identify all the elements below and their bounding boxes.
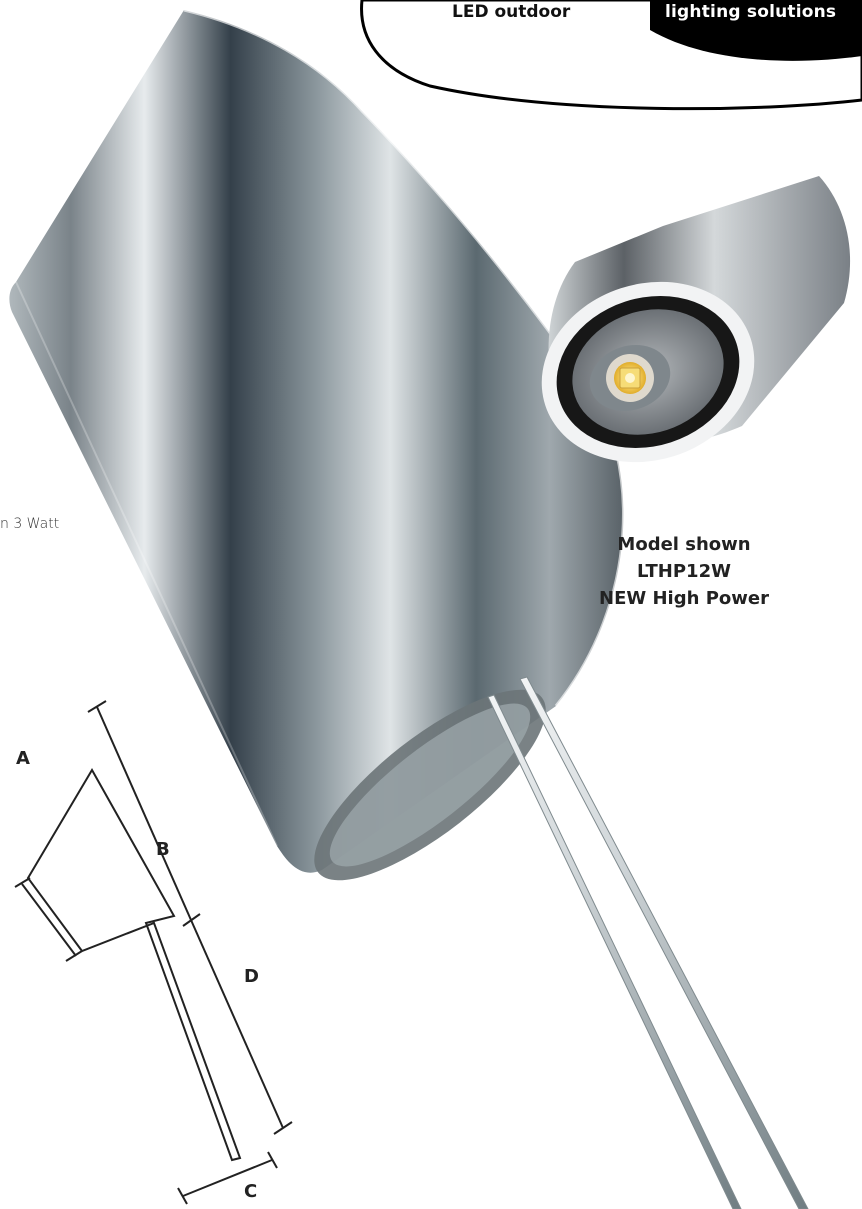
- brand-right-label: lighting solutions: [665, 2, 837, 22]
- dimension-label-c: C: [244, 1181, 258, 1202]
- model-caption: Model shown LTHP12W NEW High Power: [592, 531, 776, 612]
- brand-left-label: LED outdoor: [452, 2, 571, 22]
- brand-banner: [360, 0, 862, 111]
- main-light-body: [9, 8, 625, 881]
- stakes: [487, 676, 809, 1209]
- dimension-label-a: A: [16, 748, 30, 769]
- dimension-diagram-icon: [14, 700, 293, 1205]
- model-line-3: NEW High Power: [599, 588, 769, 609]
- side-note-text: n 3 Watt: [0, 516, 60, 532]
- model-line-1: Model shown: [617, 534, 751, 555]
- model-line-2: LTHP12W: [637, 561, 731, 582]
- dimension-label-b: B: [156, 839, 170, 860]
- dimension-label-d: D: [244, 966, 259, 987]
- led-spotlight-icon: [541, 176, 851, 463]
